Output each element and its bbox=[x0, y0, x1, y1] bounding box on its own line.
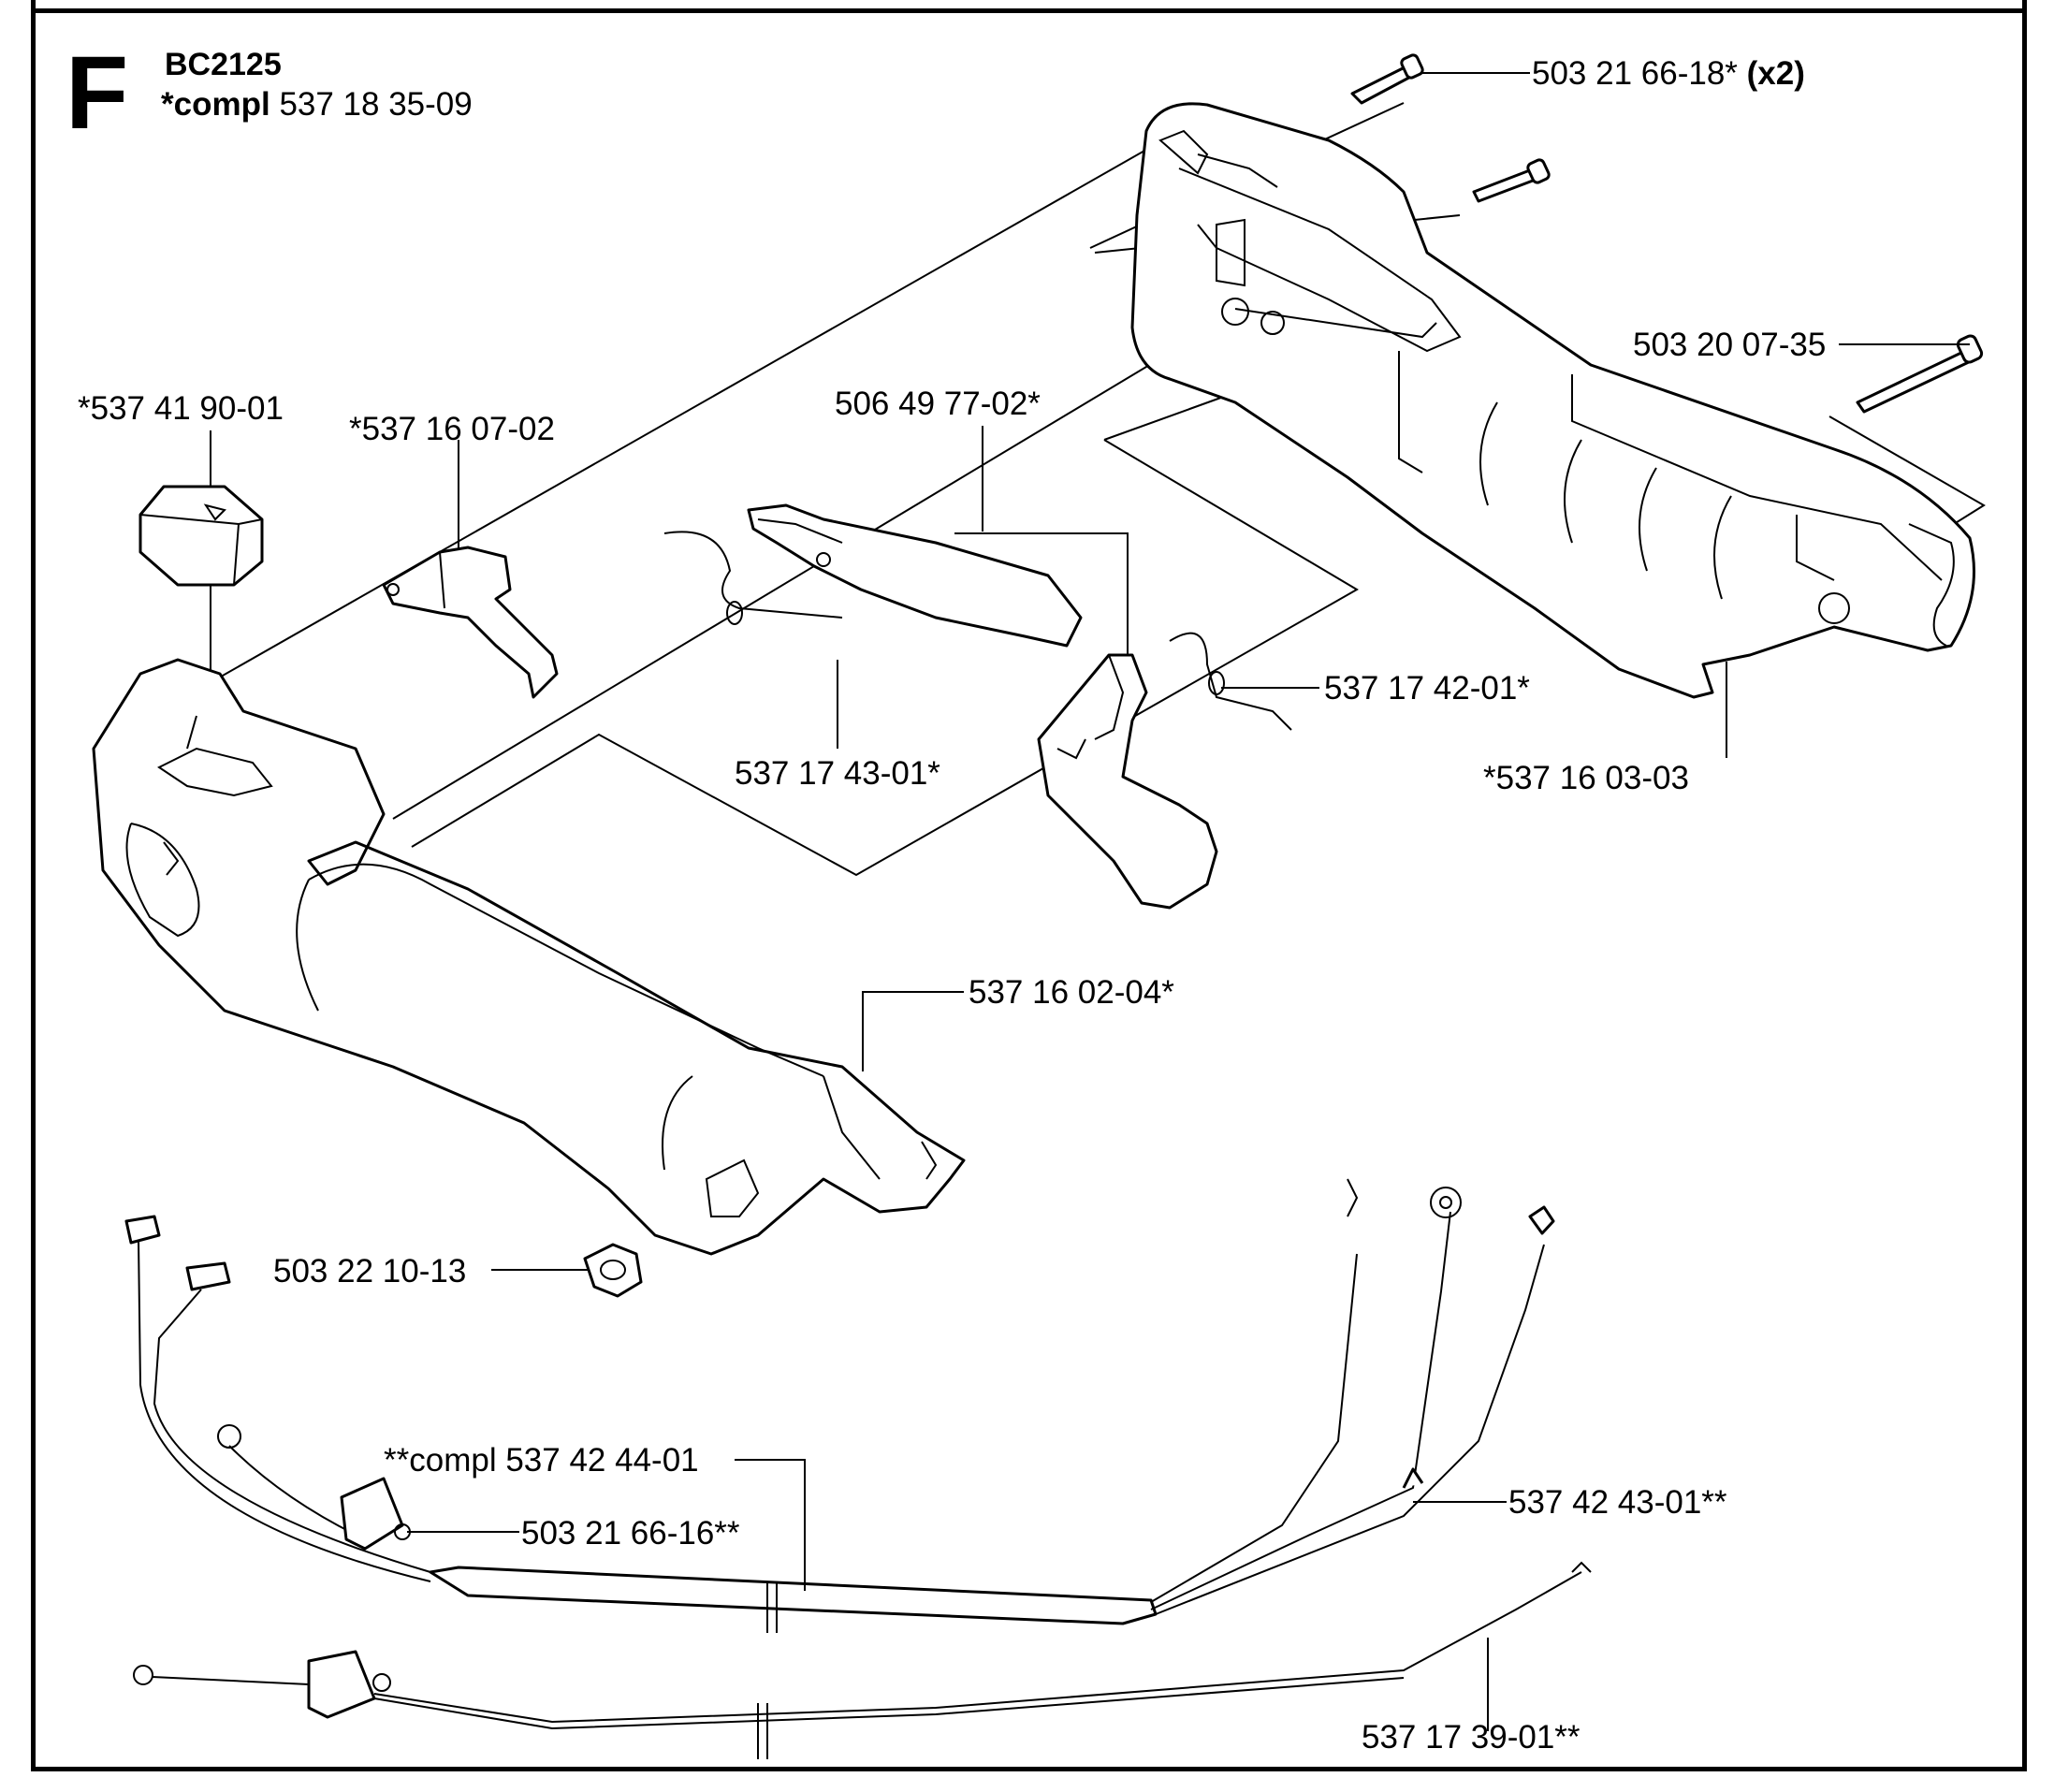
compl-prefix: *compl bbox=[161, 86, 270, 123]
section-letter: F bbox=[66, 36, 129, 151]
switch-part bbox=[138, 485, 264, 716]
throttle-lock-part bbox=[382, 546, 559, 699]
callout-spring-right: 537 17 42-01* bbox=[1324, 670, 1530, 707]
callout-harness-cable: 537 42 43-01** bbox=[1508, 1484, 1727, 1521]
callout-harness-screw: 503 21 66-16** bbox=[521, 1515, 740, 1552]
callout-screw-x2-number: 503 21 66-18* bbox=[1532, 55, 1738, 92]
callout-screw-x2-qty: (x2) bbox=[1747, 55, 1805, 92]
callout-trigger-lever: 506 49 77-02* bbox=[835, 386, 1041, 422]
callout-throttle-lock: *537 16 07-02 bbox=[349, 411, 555, 447]
callout-labels: 503 21 66-18* (x2) 503 20 07-35 *537 41 … bbox=[78, 55, 1826, 1756]
compl-number: 537 18 35-09 bbox=[279, 86, 473, 123]
callout-switch: *537 41 90-01 bbox=[78, 390, 284, 427]
throttle-cable-part bbox=[133, 1561, 1592, 1759]
leader-lines bbox=[210, 72, 1970, 1731]
screw-long-part bbox=[1856, 334, 1984, 414]
nut-part bbox=[583, 1243, 643, 1298]
diagram-frame bbox=[31, 13, 2027, 1771]
callout-throttle-cable: 537 17 39-01** bbox=[1362, 1719, 1581, 1756]
screw-x2-part bbox=[1350, 53, 1551, 203]
callout-handle-left-half: 537 16 02-04* bbox=[969, 974, 1174, 1011]
handle-right-half-part bbox=[1130, 102, 1975, 699]
top-rule bbox=[31, 0, 2027, 13]
trigger-part bbox=[1037, 653, 1218, 910]
callout-harness-compl: **compl 537 42 44-01 bbox=[384, 1442, 699, 1479]
handle-left-half-part bbox=[92, 658, 966, 1256]
complete-kit-number: *compl 537 18 35-09 bbox=[161, 86, 473, 124]
spring-left-part bbox=[663, 531, 843, 625]
model-name: BC2125 bbox=[165, 47, 282, 82]
spring-right-part bbox=[1169, 632, 1292, 731]
callout-spring-left: 537 17 43-01* bbox=[735, 755, 940, 792]
trigger-lever-part bbox=[747, 503, 1083, 648]
callout-handle-right-half: *537 16 03-03 bbox=[1483, 760, 1689, 796]
wiring-harness-part bbox=[124, 1178, 1555, 1633]
callout-nut: 503 22 10-13 bbox=[273, 1253, 466, 1289]
callout-screw-long: 503 20 07-35 bbox=[1633, 327, 1826, 363]
callout-screw-x2: 503 21 66-18* (x2) bbox=[1532, 55, 1805, 92]
